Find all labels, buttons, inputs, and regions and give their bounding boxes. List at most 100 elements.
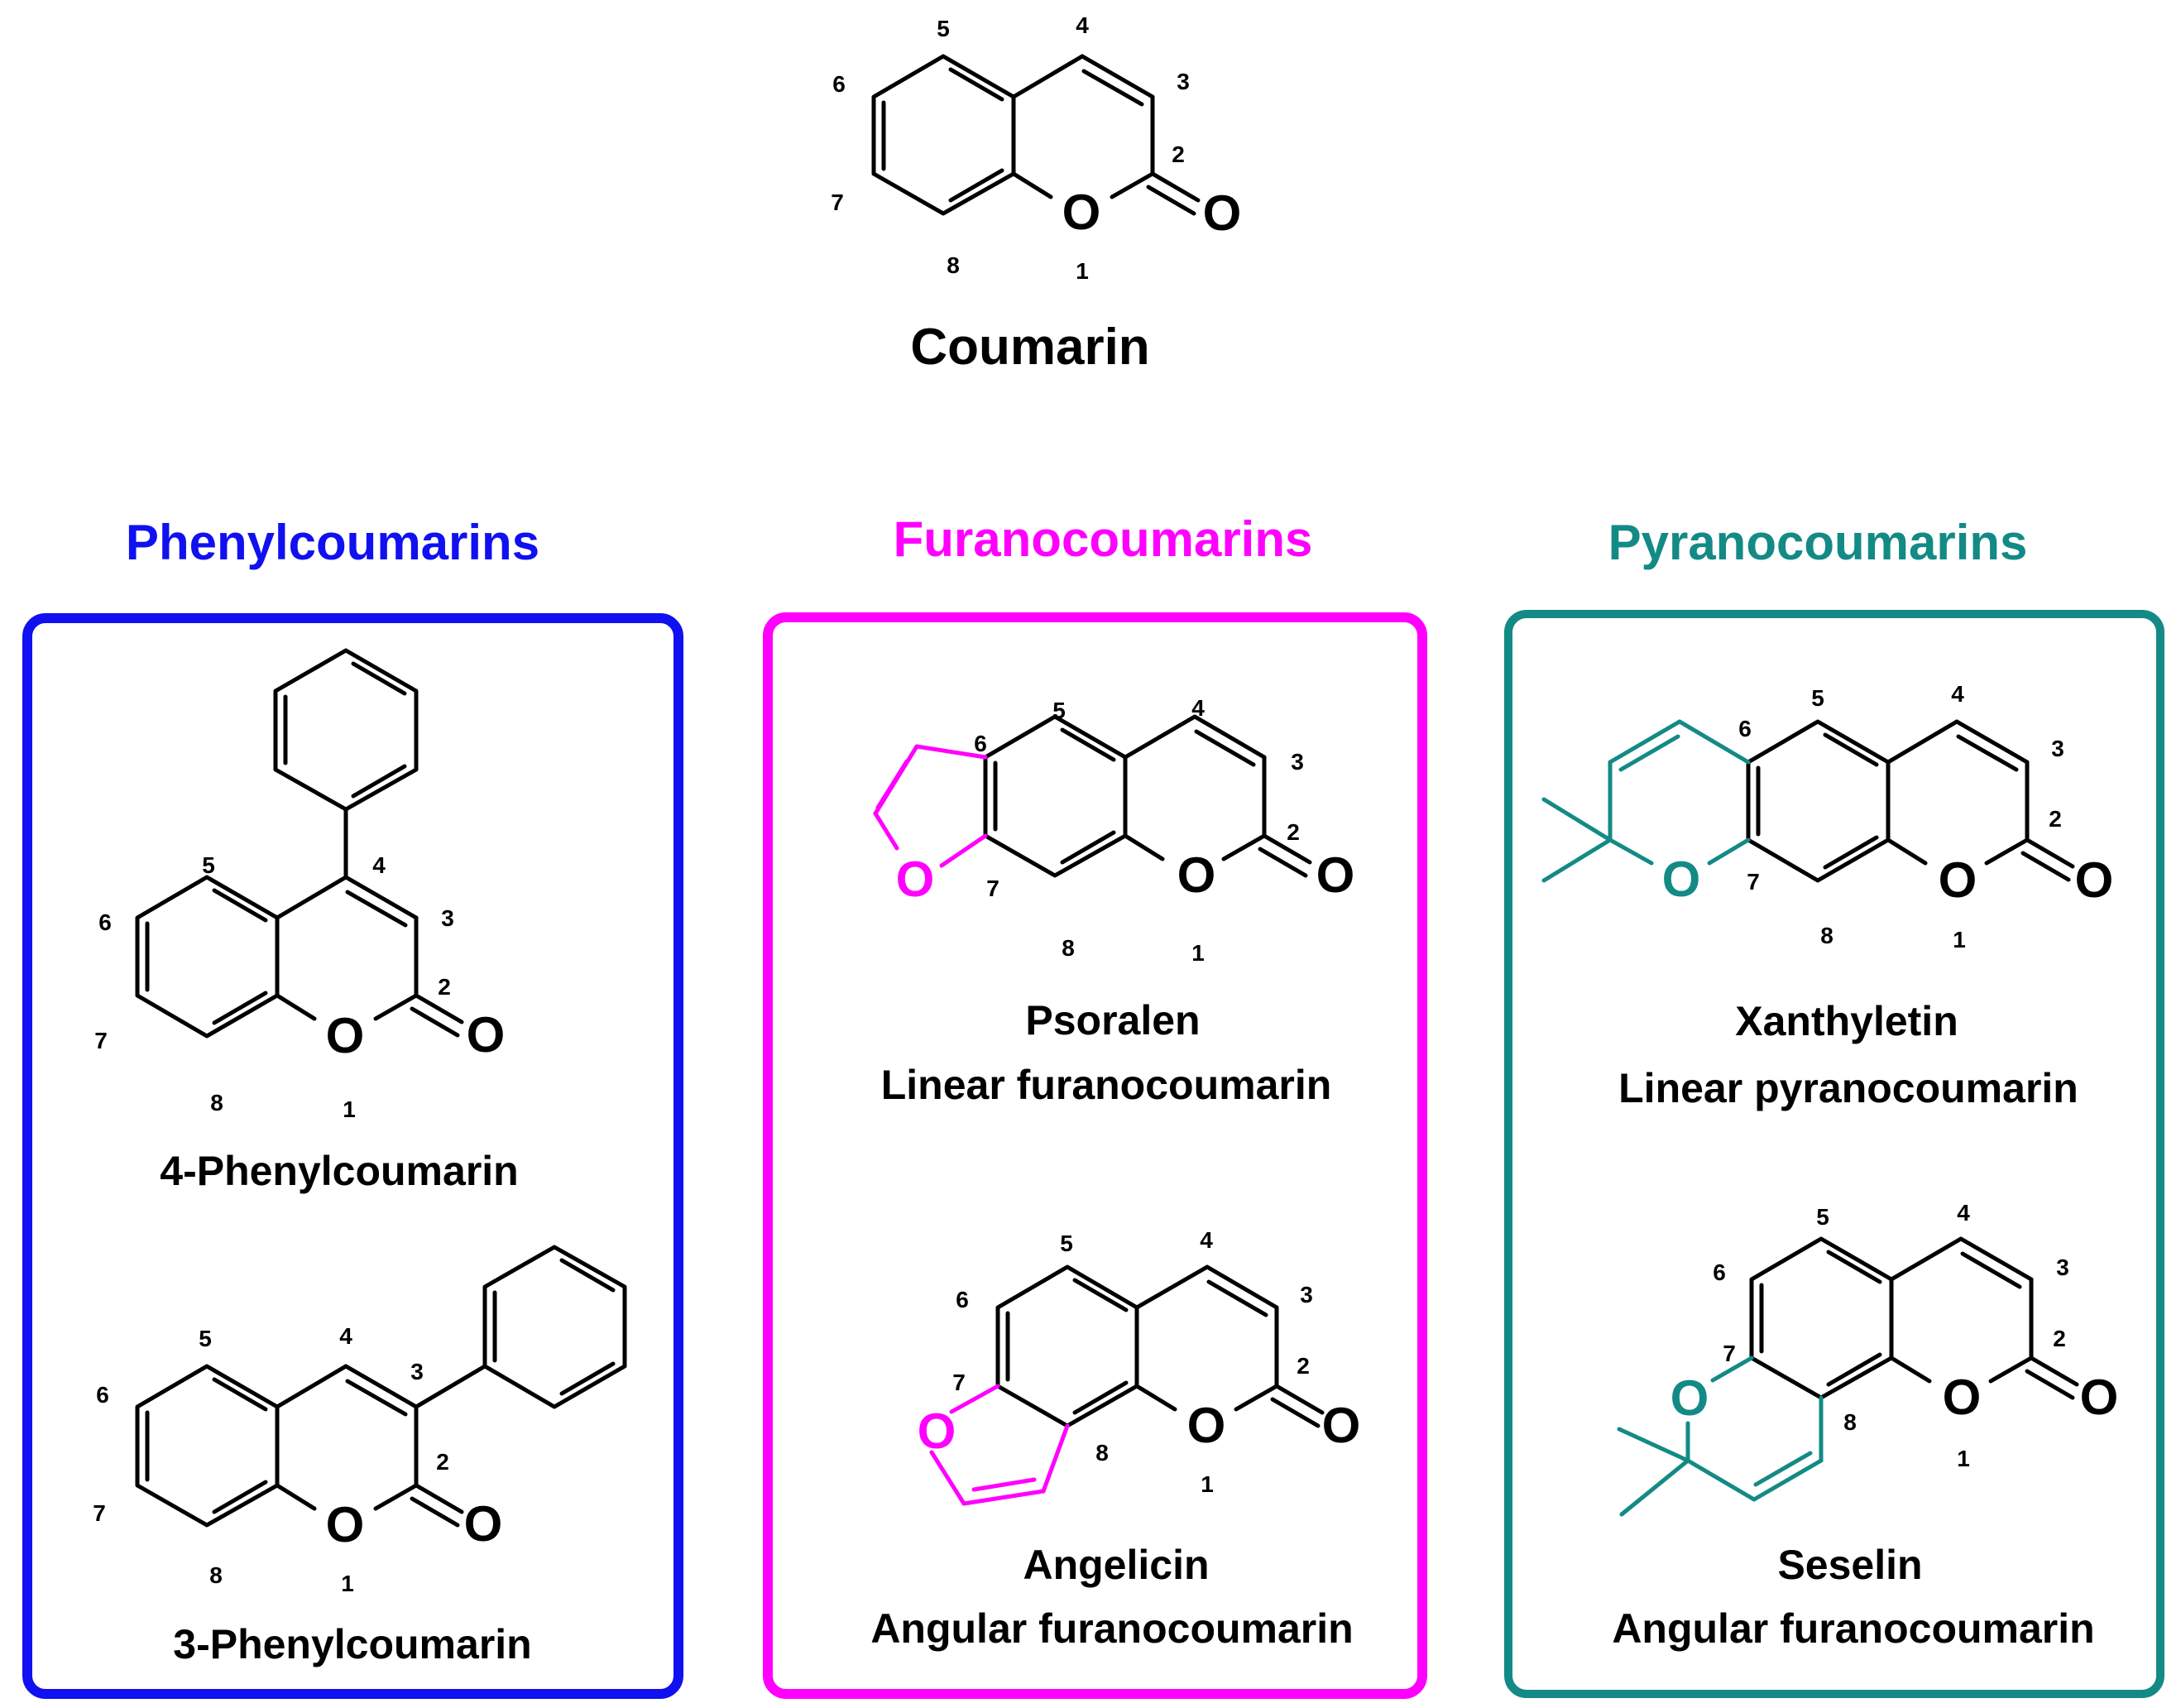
atom-number-1: 1 <box>341 1571 354 1596</box>
angelicin-labels: O O O 1 2 3 4 5 6 7 8 Angelicin Angular … <box>870 1227 1360 1652</box>
seselin-structure <box>1617 1236 2079 1517</box>
psoralen-structure <box>873 714 1312 878</box>
atom-number-3: 3 <box>2056 1255 2069 1280</box>
seselin-subtitle: Angular furanocoumarin <box>1612 1605 2094 1652</box>
atom-number-1: 1 <box>343 1096 356 1122</box>
3-phenylcoumarin-labels: O O 1 2 3 4 5 6 7 8 3-Phenylcoumarin <box>93 1323 532 1667</box>
seselin-labels: O O O 1 2 3 4 5 6 7 8 Seselin Angular fu… <box>1612 1200 2118 1652</box>
atom-number-6: 6 <box>96 1382 109 1408</box>
carbonyl-oxygen: O <box>2075 852 2114 908</box>
atom-number-3: 3 <box>410 1359 424 1384</box>
atom-number-7: 7 <box>952 1370 966 1395</box>
angelicin-subtitle: Angular furanocoumarin <box>870 1605 1353 1652</box>
xanthyletin-subtitle: Linear pyranocoumarin <box>1618 1065 2078 1111</box>
psoralen-name: Psoralen <box>1025 997 1200 1044</box>
4-phenylcoumarin-structure <box>135 648 464 1039</box>
atom-number-3: 3 <box>441 905 454 931</box>
atom-number-4: 4 <box>1191 695 1205 721</box>
pyran-oxygen: O <box>1662 852 1701 907</box>
atom-number-8: 8 <box>947 252 960 278</box>
atom-number-1: 1 <box>1076 258 1089 284</box>
atom-number-1: 1 <box>1953 927 1966 952</box>
atom-number-2: 2 <box>436 1449 449 1475</box>
atom-number-7: 7 <box>1723 1341 1736 1366</box>
coumarin-ring-oxygen: O <box>1062 185 1101 240</box>
atom-number-5: 5 <box>1052 698 1066 723</box>
ring-oxygen: O <box>1939 852 1977 908</box>
atom-number-3: 3 <box>1300 1282 1313 1307</box>
atom-number-4: 4 <box>372 852 386 878</box>
xanthyletin-structure <box>1541 719 2075 883</box>
atom-number-5: 5 <box>1060 1231 1073 1256</box>
ring-oxygen: O <box>1943 1370 1982 1425</box>
carbonyl-oxygen: O <box>1322 1398 1361 1453</box>
ring-oxygen: O <box>1177 847 1216 903</box>
xanthyletin-labels: O O O 1 2 3 4 5 6 7 8 Xanthyletin Linear… <box>1618 681 2113 1111</box>
atom-number-4: 4 <box>1957 1200 1970 1226</box>
atom-number-6: 6 <box>1713 1259 1726 1285</box>
atom-number-2: 2 <box>1287 819 1300 845</box>
furan-oxygen: O <box>918 1403 956 1459</box>
phenylcoumarins-panel <box>22 613 683 1699</box>
furanocoumarins-panel <box>763 612 1427 1699</box>
atom-number-1: 1 <box>1191 940 1205 966</box>
atom-number-2: 2 <box>438 974 451 1000</box>
atom-number-2: 2 <box>2049 806 2062 832</box>
atom-number-7: 7 <box>1747 869 1760 895</box>
atom-number-3: 3 <box>1291 749 1304 775</box>
xanthyletin-name: Xanthyletin <box>1735 998 1958 1044</box>
coumarin-structure <box>871 54 1201 216</box>
phenylcoumarins-heading: Phenylcoumarins <box>126 515 539 570</box>
ring-oxygen: O <box>326 1008 365 1063</box>
seselin-name: Seselin <box>1777 1542 1922 1588</box>
pyranocoumarins-panel <box>1504 610 2164 1698</box>
atom-number-1: 1 <box>1201 1471 1214 1497</box>
atom-number-4: 4 <box>1076 12 1089 38</box>
atom-number-8: 8 <box>209 1562 223 1588</box>
3-phenylcoumarin-structure <box>135 1245 627 1528</box>
atom-number-4: 4 <box>1951 681 1964 707</box>
atom-number-8: 8 <box>1062 935 1075 961</box>
atom-number-6: 6 <box>974 731 987 756</box>
atom-number-6: 6 <box>956 1287 969 1312</box>
atom-number-5: 5 <box>1811 685 1824 711</box>
psoralen-labels: O O O 1 2 3 4 5 6 7 8 Psoralen Linear fu… <box>881 695 1355 1108</box>
4-phenylcoumarin-labels: O O 1 2 3 4 5 6 7 8 4-Phenylcoumarin <box>94 852 519 1194</box>
angelicin-name: Angelicin <box>1023 1542 1209 1588</box>
atom-number-3: 3 <box>1177 69 1190 94</box>
coumarin-atom-numbers: 1 2 3 4 5 6 7 8 <box>831 12 1190 284</box>
3-phenylcoumarin-name: 3-Phenylcoumarin <box>173 1621 531 1667</box>
furanocoumarins-heading: Furanocoumarins <box>894 511 1313 567</box>
atom-number-2: 2 <box>1172 142 1185 167</box>
coumarin-title: Coumarin <box>910 319 1149 376</box>
carbonyl-oxygen: O <box>467 1007 506 1063</box>
carbonyl-oxygen: O <box>1316 847 1355 903</box>
atom-number-8: 8 <box>1820 923 1833 948</box>
carbonyl-oxygen: O <box>464 1496 503 1552</box>
atom-number-7: 7 <box>986 876 999 901</box>
atom-number-5: 5 <box>199 1326 212 1351</box>
atom-number-5: 5 <box>1816 1204 1829 1230</box>
atom-number-3: 3 <box>2051 736 2064 761</box>
atom-number-6: 6 <box>1738 716 1752 741</box>
atom-number-2: 2 <box>2053 1326 2066 1351</box>
atom-number-6: 6 <box>98 909 112 935</box>
atom-number-7: 7 <box>93 1500 106 1526</box>
atom-number-8: 8 <box>1843 1409 1857 1435</box>
4-phenylcoumarin-name: 4-Phenylcoumarin <box>160 1148 518 1194</box>
ring-oxygen: O <box>326 1497 365 1552</box>
psoralen-subtitle: Linear furanocoumarin <box>881 1062 1332 1108</box>
atom-number-8: 8 <box>210 1090 223 1115</box>
atom-number-6: 6 <box>832 71 846 97</box>
carbonyl-oxygen: O <box>2080 1370 2119 1425</box>
pyran-oxygen: O <box>1671 1370 1709 1426</box>
atom-number-4: 4 <box>1200 1227 1213 1253</box>
coumarin-carbonyl-oxygen: O <box>1203 185 1242 241</box>
atom-number-1: 1 <box>1957 1446 1970 1471</box>
atom-number-7: 7 <box>831 190 844 215</box>
atom-number-5: 5 <box>937 16 950 41</box>
atom-number-8: 8 <box>1095 1440 1109 1466</box>
atom-number-7: 7 <box>94 1028 108 1053</box>
ring-oxygen: O <box>1187 1398 1226 1453</box>
